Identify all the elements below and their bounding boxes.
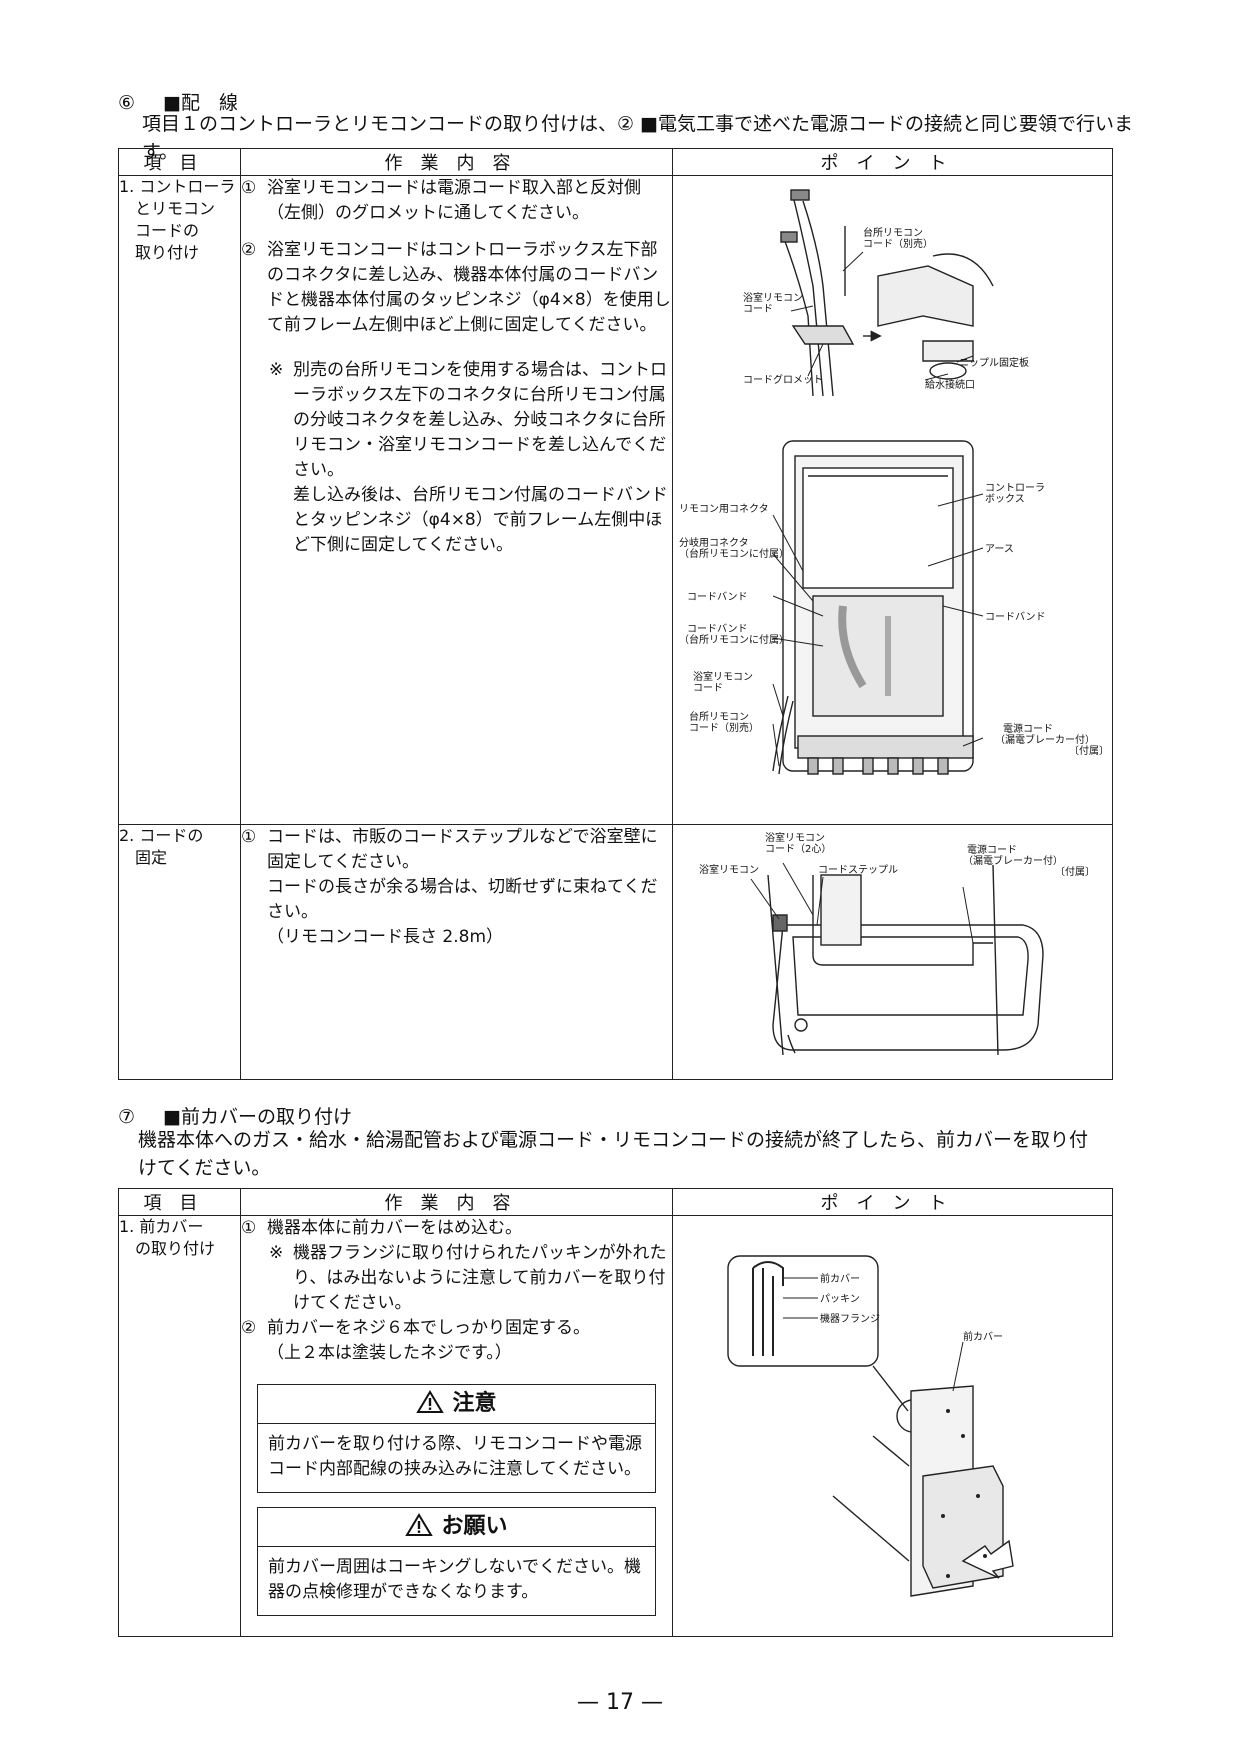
request-text: 前カバー周囲はコーキングしないでください。機器の点検修理ができなくなります。 [268, 1557, 641, 1602]
caution-text: 前カバーを取り付ける際、リモコンコードや電源コード内部配線の挟み込みに注意してく… [268, 1434, 642, 1479]
section-7-heading: ■前カバーの取り付け [163, 1106, 353, 1128]
request-title: お願い [441, 1514, 508, 1539]
row1-item: 1. コントローラ とリモコン コードの 取り付け [118, 175, 241, 825]
note-text-2: 差し込み後は、台所リモコン付属のコードバンドとタッピンネジ（φ4×8）で前フレー… [293, 485, 668, 555]
step-text: 浴室リモコンコードはコントローラボックス左下部のコネクタに差し込み、機器本体付属… [267, 240, 671, 335]
label-controller-box: コントローラボックス [985, 482, 1045, 505]
wiring-table: 項目 作業内容 ポイント 1. コントローラ とリモコン コードの 取り付け ①… [118, 148, 1113, 1080]
request-box: お願い 前カバー周囲はコーキングしないでください。機器の点検修理ができなくなりま… [257, 1507, 656, 1616]
caution-header: 注意 [258, 1385, 655, 1424]
label-flange: 機器フランジ [820, 1312, 880, 1325]
label-front-cover-b: 前カバー [963, 1330, 1003, 1343]
label-kitchen-cord-bottom: 台所リモコンコード（別売） [689, 710, 759, 734]
label-cord-band-left: コードバンド [687, 591, 748, 603]
label-grommet: コードグロメット [743, 373, 823, 386]
label-packing: パッキン [820, 1293, 860, 1305]
section-6-number: ⑥ [118, 92, 136, 114]
table-row: 1. コントローラ とリモコン コードの 取り付け ① 浴室リモコンコードは電源… [118, 175, 1113, 825]
step-subtext: （上２本は塗装したネジです。） [267, 1343, 512, 1363]
label-nipple-plate: ニップル固定板 [959, 356, 1029, 369]
header-work-2: 作業内容 [240, 1188, 673, 1216]
t2-item: 1. 前カバー の取り付け [118, 1215, 241, 1637]
front-cover-figure: 前カバー パッキン 機器フランジ 前カバー [727, 1255, 1014, 1597]
row1-point: 台所リモコンコード（別売） 浴室リモコンコード コードグロメット ニップル固定板… [672, 175, 1113, 825]
step-text: コードは、市販のコードステップルなどで浴室壁に固定してください。 コードの長さが… [267, 827, 658, 947]
page-number: — 17 — [577, 1690, 663, 1715]
label-kitchen-cord: 台所リモコンコード（別売） [863, 226, 933, 250]
label-bath-remote: 浴室リモコン [699, 863, 759, 876]
table-row: 2. コードの 固定 ① コードは、市販のコードステップルなどで浴室壁に固定して… [118, 824, 1113, 1080]
step-text: 浴室リモコンコードは電源コード取入部と反対側（左側）のグロメットに通してください… [267, 178, 641, 223]
label-cord-staple: コードステップル [818, 864, 898, 876]
section-7-intro: 機器本体へのガス・給水・給湯配管および電源コード・リモコンコードの接続が終了した… [138, 1129, 1089, 1179]
row1-work: ① 浴室リモコンコードは電源コード取入部と反対側（左側）のグロメットに通してくだ… [240, 175, 673, 825]
t2-step1: ① 機器本体に前カバーをはめ込む。 [241, 1216, 672, 1241]
row2-point: 浴室リモコンコード（2心） 浴室リモコン コードステップル 電源コード（漏電ブレ… [672, 824, 1113, 1080]
request-header: お願い [258, 1508, 655, 1547]
warning-icon [416, 1390, 445, 1413]
t2-work: ① 機器本体に前カバーをはめ込む。 ※ 機器フランジに取り付けられたパッキンが外… [240, 1215, 673, 1637]
t2-step1-note: ※ 機器フランジに取り付けられたパッキンが外れたり、はみ出ないように注意して前カ… [241, 1241, 672, 1316]
label-water-inlet: 給水接続口 [925, 378, 975, 391]
t2-step2: ② 前カバーをネジ６本でしっかり固定する。 （上２本は塗装したネジです。） [241, 1316, 672, 1366]
header-point-2: ポイント [672, 1188, 1113, 1216]
row2-step1: ① コードは、市販のコードステップルなどで浴室壁に固定してください。 コードの長… [241, 825, 672, 950]
step-text: 機器本体に前カバーをはめ込む。 [267, 1218, 522, 1238]
note-mark: ※ [269, 360, 284, 380]
header-item-2: 項目 [118, 1188, 241, 1216]
step-number: ② [241, 1318, 257, 1338]
table-row: 1. 前カバー の取り付け ① 機器本体に前カバーをはめ込む。 ※ 機器フランジ… [118, 1215, 1113, 1637]
section-6-heading: ■配 線 [163, 92, 239, 114]
note-text: 機器フランジに取り付けられたパッキンが外れたり、はみ出ないように注意して前カバー… [293, 1243, 667, 1313]
label-branch-connector: 分岐用コネクタ（台所リモコンに付属） [679, 536, 789, 560]
step-number: ② [241, 240, 257, 260]
label-cord-band-kitchen: コードバンド（台所リモコンに付属） [679, 623, 789, 646]
row1-step2: ② 浴室リモコンコードはコントローラボックス左下部のコネクタに差し込み、機器本体… [241, 238, 672, 338]
label-remote-connector: リモコン用コネクタ [679, 503, 769, 515]
label-earth: アース [985, 544, 1014, 555]
label-cord-band-right: コードバンド [985, 611, 1046, 623]
label-power-cord-2: 電源コード（漏電ブレーカー付）〔付属〕 [963, 843, 1095, 878]
step-number: ① [241, 178, 257, 198]
row2-work: ① コードは、市販のコードステップルなどで浴室壁に固定してください。 コードの長… [240, 824, 673, 1080]
step-text: 前カバーをネジ６本でしっかり固定する。 [267, 1318, 590, 1338]
row2-item: 2. コードの 固定 [118, 824, 241, 1080]
step-number: ① [241, 827, 257, 847]
cord-fixing-figure: 浴室リモコンコード（2心） 浴室リモコン コードステップル 電源コード（漏電ブレ… [699, 831, 1095, 1056]
label-power-cord: 電源コード（漏電ブレーカー付）〔付属〕 [995, 722, 1109, 757]
section-7-title: ⑦ ■前カバーの取り付け [118, 1102, 352, 1129]
step-number: ① [241, 1218, 257, 1238]
label-bath-cord-top: 浴室リモコンコード [743, 291, 803, 315]
warning-icon [405, 1513, 434, 1536]
note-mark: ※ [269, 1243, 284, 1263]
caution-title: 注意 [452, 1391, 497, 1416]
t2-point: 前カバー パッキン 機器フランジ 前カバー [672, 1215, 1113, 1637]
header-item: 項目 [118, 148, 241, 176]
header-work: 作業内容 [240, 148, 673, 176]
label-bath-cord-2core: 浴室リモコンコード（2心） [765, 831, 831, 855]
section-7-number: ⑦ [118, 1106, 136, 1128]
note-text: 別売の台所リモコンを使用する場合は、コントローラボックス左下のコネクタに台所リモ… [293, 360, 667, 480]
label-bath-cord: 浴室リモコンコード [693, 670, 753, 694]
caution-box: 注意 前カバーを取り付ける際、リモコンコードや電源コード内部配線の挟み込みに注意… [257, 1384, 656, 1493]
header-point: ポイント [672, 148, 1113, 176]
row1-step1: ① 浴室リモコンコードは電源コード取入部と反対側（左側）のグロメットに通してくだ… [241, 176, 672, 226]
label-front-cover-a: 前カバー [820, 1272, 860, 1285]
controller-wiring-figure: 台所リモコンコード（別売） 浴室リモコンコード コードグロメット ニップル固定板… [679, 189, 1109, 775]
front-cover-table: 項目 作業内容 ポイント 1. 前カバー の取り付け ① 機器本体に前カバーをは… [118, 1188, 1113, 1637]
row1-note: ※ 別売の台所リモコンを使用する場合は、コントローラボックス左下のコネクタに台所… [241, 358, 672, 558]
section-6-title: ⑥ ■配 線 [118, 88, 238, 115]
